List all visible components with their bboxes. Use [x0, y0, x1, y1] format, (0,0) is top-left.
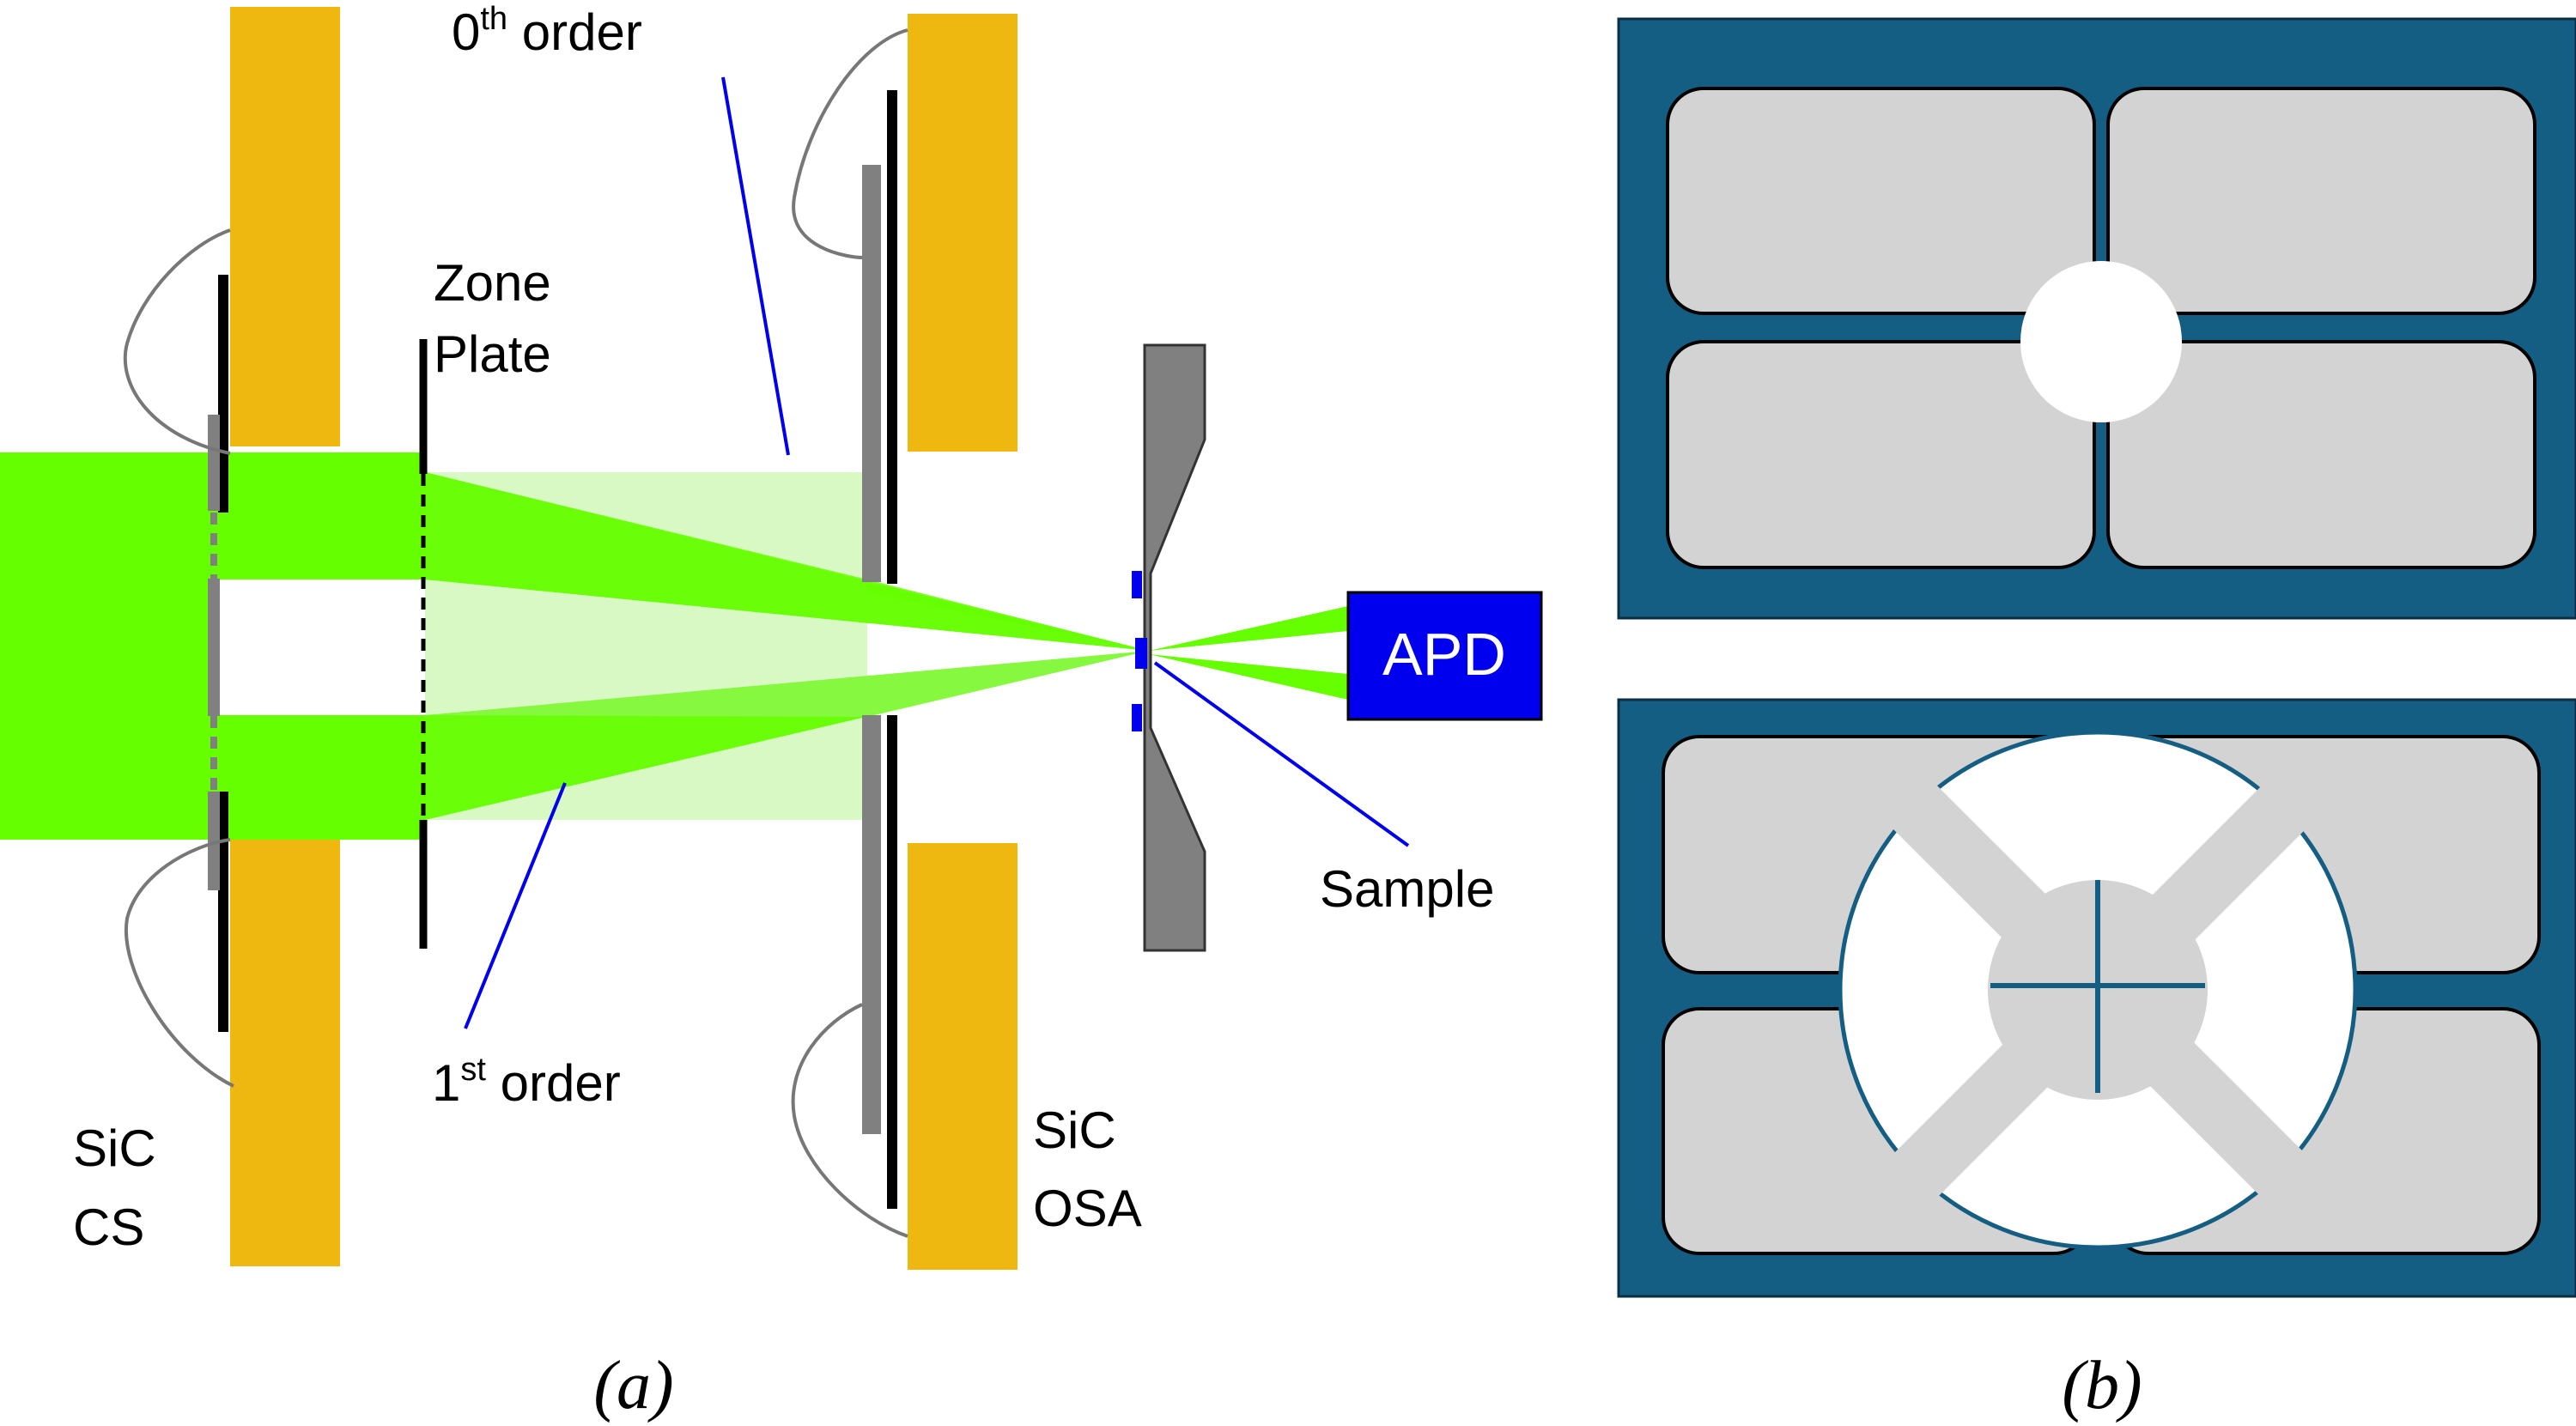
osa-gray-bottom [862, 715, 881, 1134]
window-top-right [2106, 87, 2537, 315]
cs-gold-top [230, 7, 340, 446]
focused-beam-lower-main [425, 651, 1149, 820]
apd-box [1346, 591, 1543, 721]
osa-black-top [887, 90, 897, 584]
osa-black-bottom [887, 715, 897, 1209]
osa-gold-top [908, 14, 1018, 452]
cs-gray-top [208, 415, 220, 511]
sic-osa-label-line2: OSA [1033, 1180, 1142, 1237]
sic-cs-label-line1: SiC [73, 1120, 156, 1177]
focused-beam-upper-main [425, 472, 1149, 651]
sic-osa-label-line1: SiC [1033, 1101, 1116, 1159]
window-bottom-right [2106, 340, 2537, 569]
cs-gold-bottom [230, 840, 340, 1266]
cs-gray-bottom [208, 792, 220, 890]
sample-dot-top [1132, 571, 1142, 598]
cs-curve-top [123, 228, 231, 455]
window-top-left [1666, 87, 2096, 315]
sample-pointer [1153, 661, 1410, 847]
osa-curve-bottom [791, 1003, 908, 1238]
sample-dot-bottom [1132, 704, 1142, 731]
first-order-pointer [464, 782, 567, 1029]
diffracted-beam-mid [1149, 654, 1348, 700]
cs-curve-bottom [124, 838, 234, 1088]
first-order-label: 1st order [432, 1052, 621, 1112]
panel-b: (b) [1617, 17, 2576, 1423]
osa-gold-bottom [908, 843, 1018, 1270]
cs-black-bottom [218, 792, 228, 1032]
sample-label: Sample [1320, 860, 1494, 918]
diffracted-beam-upper [1149, 606, 1348, 651]
caption-b: (b) [2062, 1348, 2142, 1423]
cs-gray-middle [208, 579, 220, 716]
zero-order-label: 0th order [452, 1, 642, 61]
zone-plate-label-line1: Zone [434, 254, 551, 312]
panel-a: APD 0th order Zone Plate 1st order SiC C… [0, 1, 1543, 1423]
aperture-hole-top [2020, 261, 2182, 422]
incident-beam-left [0, 452, 210, 840]
sic-cs-label-line2: CS [73, 1198, 144, 1256]
sample-dot-middle [1135, 638, 1147, 669]
zero-order-pointer [721, 76, 790, 456]
sample-holder [1143, 343, 1206, 952]
zone-plate-label-line2: Plate [434, 325, 551, 383]
apd-label: APD [1382, 621, 1506, 688]
osa-gray-top [862, 165, 881, 582]
window-bottom-left [1666, 340, 2096, 569]
caption-a: (a) [593, 1348, 673, 1423]
osa-curve-top [792, 28, 908, 259]
